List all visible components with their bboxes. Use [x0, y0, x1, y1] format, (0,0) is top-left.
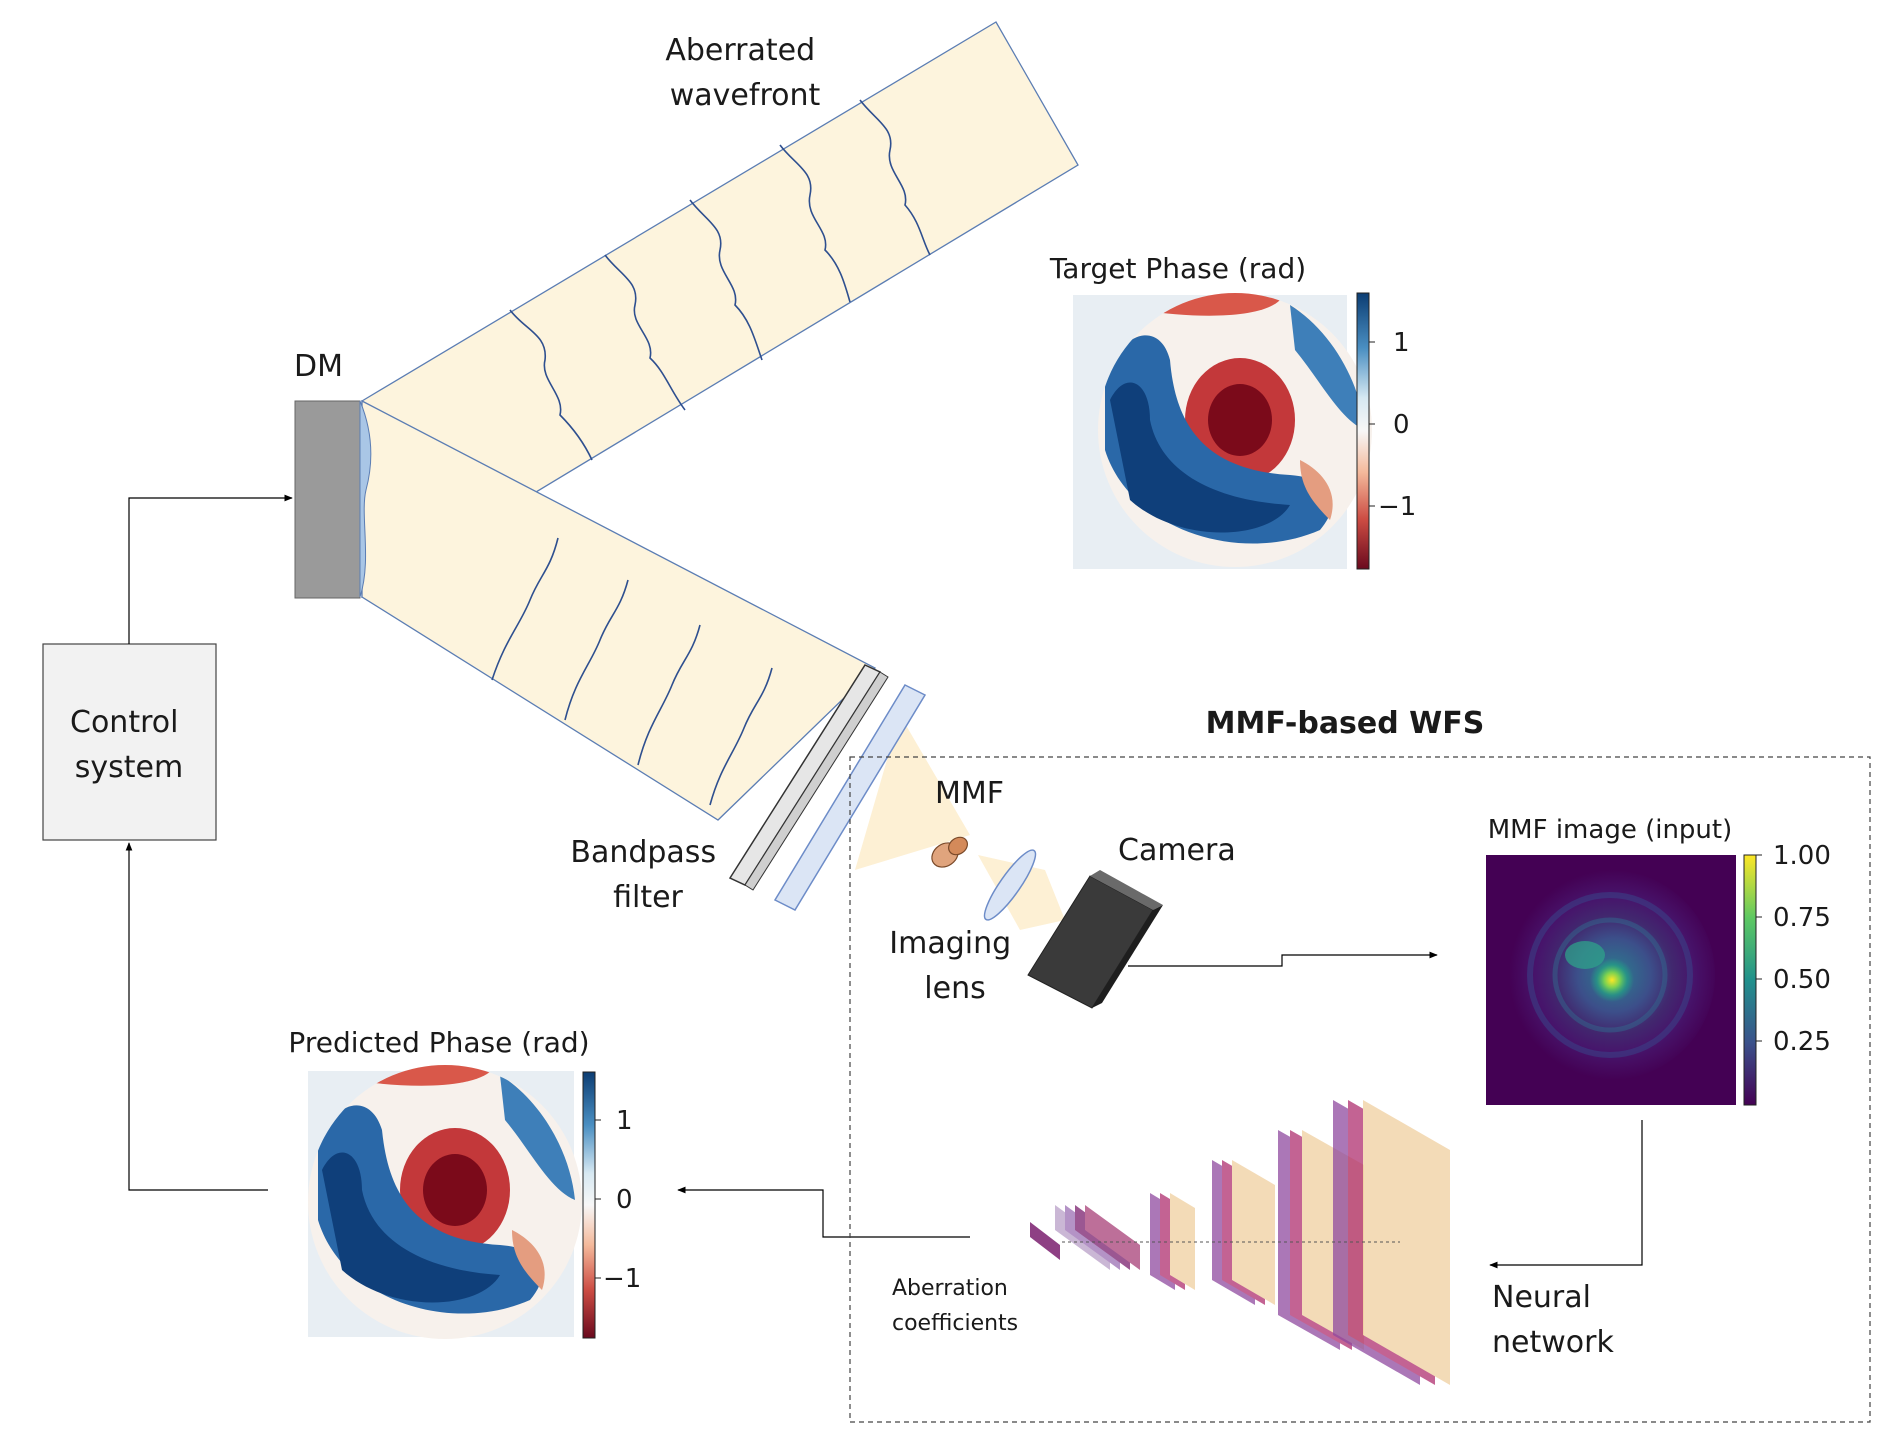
- target-phase-colorbar: [1356, 292, 1370, 570]
- aberrated-wavefront-label: Aberrated wavefront: [665, 33, 824, 113]
- target-phase-tick-1: 1: [1393, 328, 1410, 358]
- predicted-phase-colorbar-ticks: [595, 1119, 601, 1279]
- aberrated-wavefront-curves: [509, 99, 931, 461]
- reflected-beam: [361, 399, 877, 821]
- wfs-boundary: [849, 756, 1871, 1423]
- lens-to-camera-beam: [978, 855, 1065, 930]
- mmf-image-colorbar-ticks: [1756, 854, 1762, 1042]
- predicted-phase-title: Predicted Phase (rad): [288, 1026, 589, 1059]
- mmf-image-colorbar: [1743, 854, 1757, 1106]
- camera: [1027, 870, 1163, 1009]
- mmf-image-map: [1486, 855, 1736, 1105]
- mmf-image-tick-050: 0.50: [1773, 965, 1831, 995]
- corrected-wavefront-curves: [491, 537, 773, 806]
- deformable-mirror: [294, 400, 372, 599]
- predicted-phase-tick-1: 1: [616, 1106, 633, 1136]
- mmf-image-tick-075: 0.75: [1773, 903, 1831, 933]
- bandpass-filter: [728, 664, 927, 911]
- mmf-image-title: MMF image (input): [1488, 815, 1733, 845]
- fiber-input-beam: [855, 715, 970, 870]
- predicted-phase-tick-neg1: −1: [603, 1264, 641, 1294]
- predicted-phase-map: [308, 1065, 582, 1339]
- mmf-label: MMF: [935, 776, 1004, 811]
- target-phase-title: Target Phase (rad): [1049, 252, 1306, 285]
- aberration-coefficients-label: Aberration coefficients: [892, 1276, 1018, 1336]
- mmf-image-tick-100: 1.00: [1773, 841, 1831, 871]
- target-phase-tick-0: 0: [1393, 410, 1410, 440]
- predicted-phase-colorbar: [582, 1071, 596, 1339]
- mmf-image-tick-025: 0.25: [1773, 1027, 1831, 1057]
- wfs-title: MMF-based WFS: [1206, 706, 1485, 741]
- camera-label: Camera: [1118, 833, 1236, 868]
- neural-network-label: Neural network: [1492, 1280, 1614, 1360]
- multimode-fiber: [931, 836, 968, 868]
- bandpass-filter-label: Bandpass filter: [570, 835, 725, 915]
- control-system-label: Control system: [70, 705, 188, 785]
- neural-network-layers: [1030, 1100, 1450, 1385]
- target-phase-colorbar-ticks: [1369, 341, 1375, 507]
- target-phase-map: [1073, 293, 1372, 569]
- imaging-lens: [983, 849, 1037, 921]
- control-system-box: [42, 643, 217, 841]
- target-phase-tick-neg1: −1: [1378, 492, 1416, 522]
- control-loop-arrows: [125, 494, 1643, 1269]
- predicted-phase-tick-0: 0: [616, 1185, 633, 1215]
- imaging-lens-label: Imaging lens: [889, 926, 1020, 1006]
- dm-label: DM: [294, 349, 343, 384]
